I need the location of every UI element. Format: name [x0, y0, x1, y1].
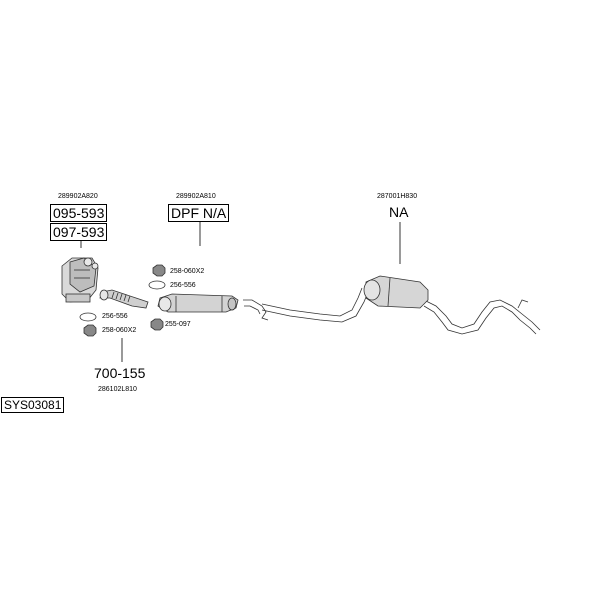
fitting-label[interactable]: 256-556 — [102, 313, 128, 320]
code-frontpipe[interactable]: 700-155 — [94, 365, 146, 381]
main-pipe — [243, 287, 541, 335]
code-box-dpf[interactable]: DPF N/A — [168, 204, 230, 222]
part-number-muffler: 287001H830 — [377, 193, 418, 200]
gasket-icon — [79, 312, 97, 322]
part-number-frontpipe: 286102L810 — [98, 386, 137, 393]
fittings — [79, 264, 166, 337]
diagram-id-label: SYS03081 — [1, 397, 65, 413]
fitting-label[interactable]: 258-060X2 — [102, 327, 137, 334]
fitting-label[interactable]: 255-097 — [165, 321, 191, 328]
gasket-icon — [148, 280, 166, 290]
nut-icon — [152, 264, 166, 277]
nut-icon — [83, 324, 97, 337]
code-box-097-593[interactable]: 097-593 — [50, 223, 108, 241]
catalytic-manifold — [61, 257, 99, 303]
part-number-dpf: 289902A810 — [176, 193, 216, 200]
code-muffler[interactable]: NA — [389, 204, 409, 220]
front-flex-pipe — [99, 289, 149, 309]
fitting-label[interactable]: 258-060X2 — [170, 268, 205, 275]
fitting-label[interactable]: 256-556 — [170, 282, 196, 289]
nut-icon — [150, 318, 164, 331]
part-number-manifold: 289902A820 — [58, 193, 98, 200]
dpf-canister — [157, 293, 239, 313]
rear-muffler — [363, 275, 429, 309]
code-box-095-593[interactable]: 095-593 — [50, 204, 108, 222]
